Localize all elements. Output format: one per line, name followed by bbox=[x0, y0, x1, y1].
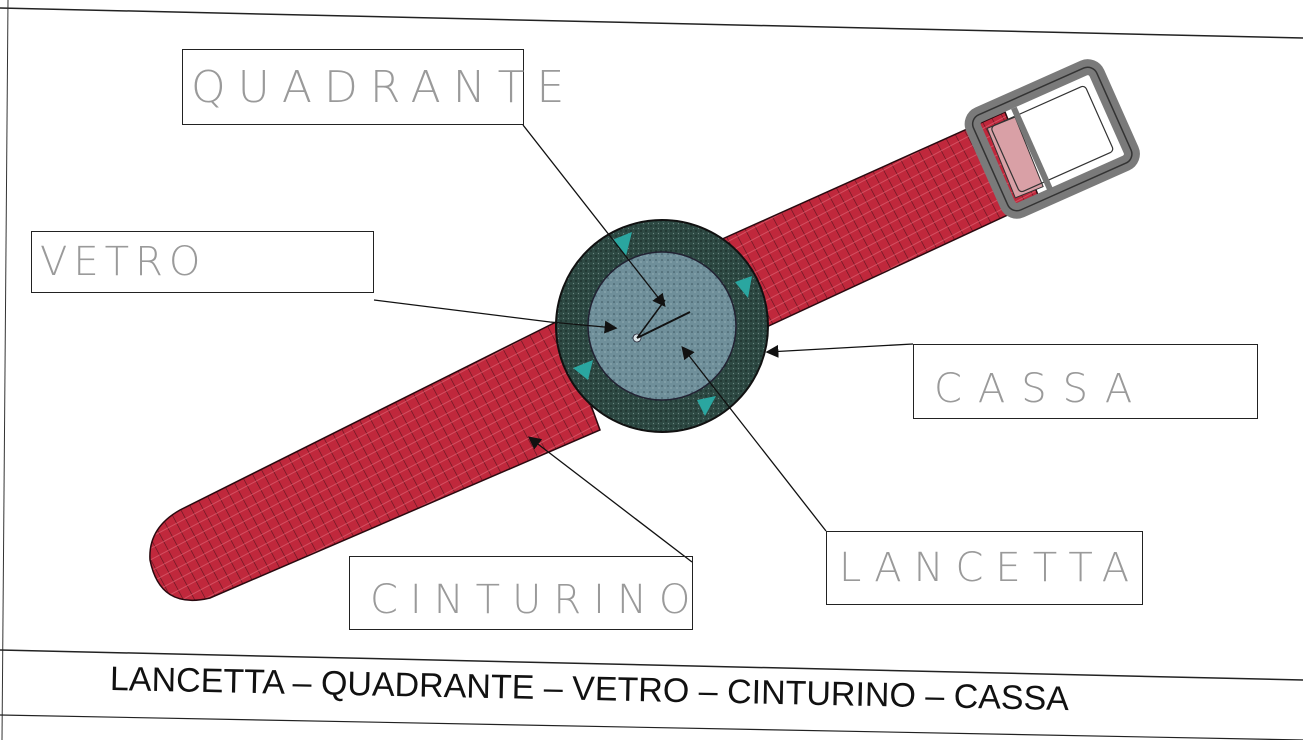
label-box-cassa: CASSA bbox=[913, 344, 1258, 419]
label-box-vetro: VETRO bbox=[31, 231, 374, 293]
bezel-marker bbox=[573, 360, 593, 380]
leader-cinturino bbox=[527, 436, 693, 563]
leader-cassa bbox=[765, 343, 914, 358]
label-cassa: CASSA bbox=[934, 365, 1149, 412]
leader-quadrante bbox=[522, 124, 666, 308]
top-border bbox=[0, 7, 1303, 39]
buckle bbox=[964, 59, 1140, 219]
hour-hand bbox=[636, 311, 691, 339]
lower-strap bbox=[149, 318, 601, 602]
caption-bottom-rule bbox=[0, 714, 1303, 740]
left-border bbox=[1, 0, 9, 740]
leader-lancetta bbox=[681, 345, 827, 532]
label-cinturino: CINTURINO bbox=[370, 577, 703, 623]
bezel-marker bbox=[697, 396, 716, 416]
label-quadrante: QUADRANTE bbox=[191, 61, 577, 113]
label-vetro: VETRO bbox=[40, 239, 207, 285]
caption-top-rule bbox=[0, 649, 1303, 681]
label-box-quadrante: QUADRANTE bbox=[182, 49, 564, 125]
label-box-lancetta: LANCETTA bbox=[826, 531, 1143, 605]
bezel-marker bbox=[612, 232, 632, 256]
upper-strap bbox=[719, 110, 1041, 332]
label-lancetta: LANCETTA bbox=[839, 545, 1142, 591]
label-box-cinturino: CINTURINO bbox=[349, 556, 693, 630]
bezel-marker bbox=[735, 276, 752, 298]
leader-vetro bbox=[373, 299, 618, 334]
